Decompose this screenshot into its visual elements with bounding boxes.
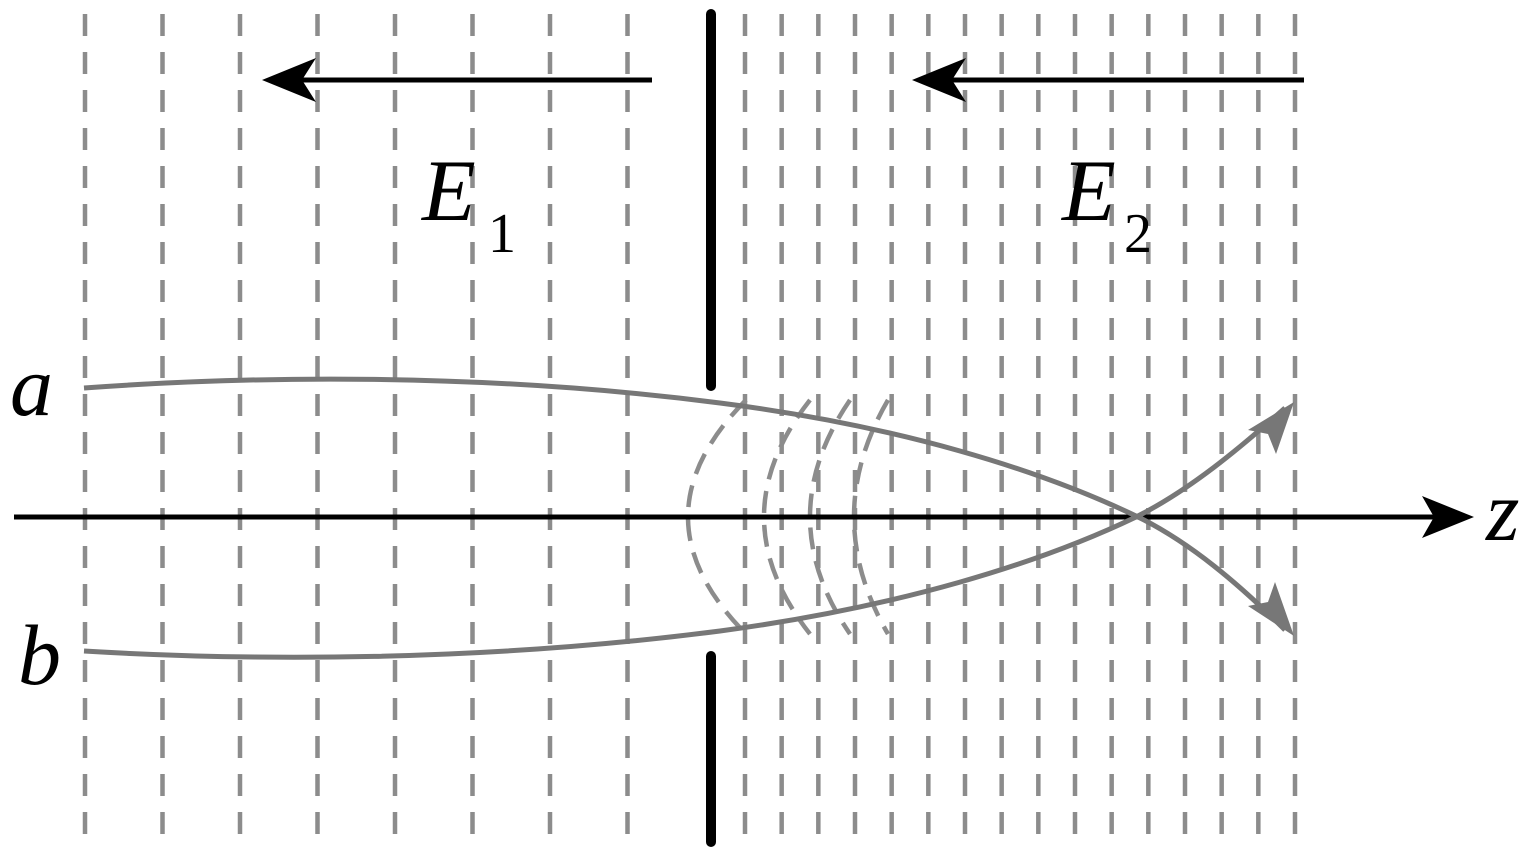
- field-label-e1-subscript: 1: [488, 203, 516, 265]
- equipotential-arc: [761, 398, 812, 636]
- equipotential-arc: [807, 398, 852, 636]
- field-label-e1: E: [420, 143, 476, 240]
- equipotential-arc: [685, 398, 748, 636]
- trajectory-label-a: a: [10, 338, 53, 434]
- field-lines-region-1: [82, 14, 630, 842]
- trajectory-b: [83, 402, 1294, 660]
- trajectory-label-b: b: [18, 607, 61, 703]
- trajectory-a: [83, 376, 1294, 636]
- z-axis: [14, 496, 1474, 538]
- trajectory-a-arrowhead: [1248, 582, 1294, 636]
- field-arrow-e1: [262, 58, 652, 102]
- field-label-e2-subscript: 2: [1124, 203, 1152, 265]
- field-lines-region-2: [742, 14, 1298, 842]
- axis-label-z: z: [1485, 463, 1519, 559]
- field-label-e2: E: [1060, 143, 1116, 240]
- trajectory-b-arrowhead: [1248, 402, 1294, 454]
- field-arrow-e2: [912, 58, 1304, 102]
- z-axis-arrowhead: [1422, 496, 1474, 538]
